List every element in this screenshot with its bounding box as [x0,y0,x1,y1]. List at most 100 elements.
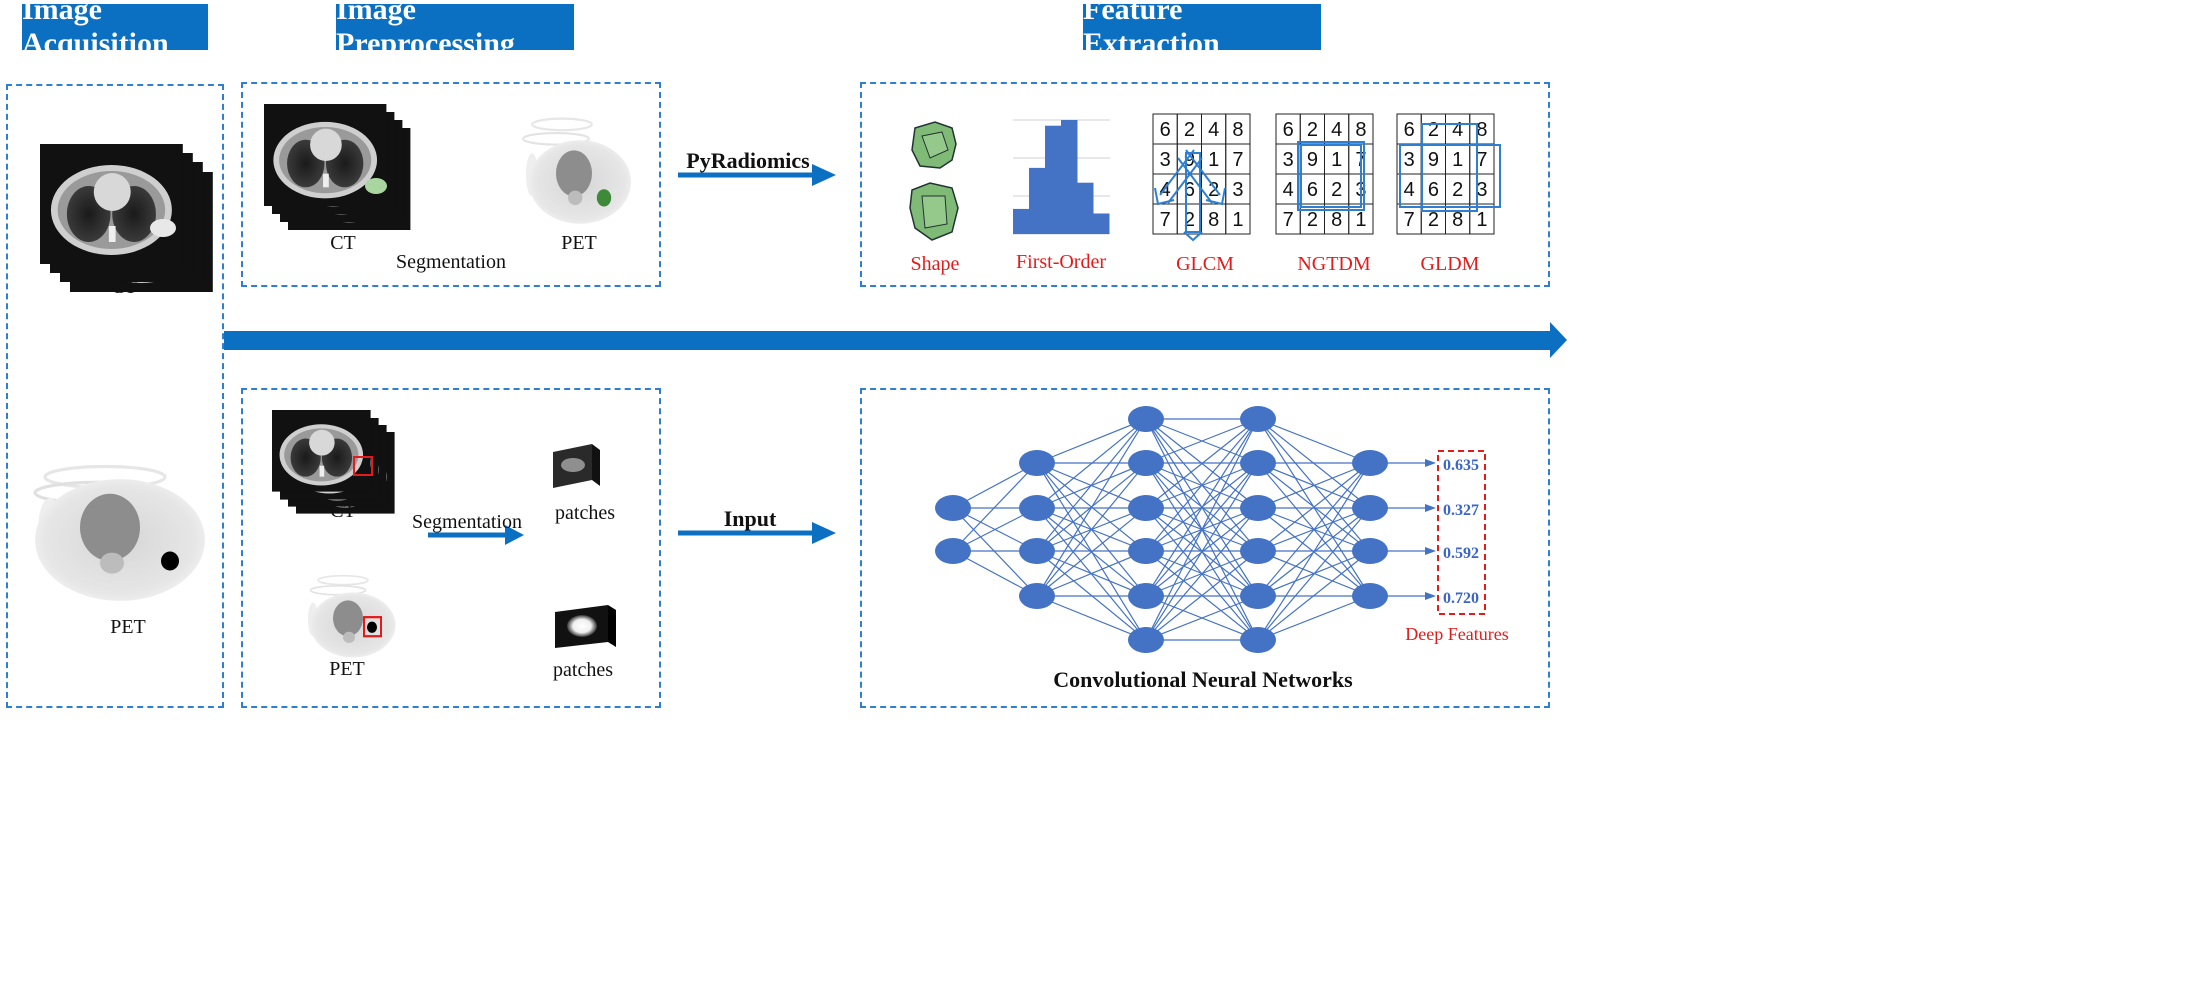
main-flow-arrow [224,322,1567,358]
label-ct-acquisition: CT [111,276,137,298]
matrix-cell: 1 [1208,149,1219,171]
matrix-cell: 3 [1232,179,1243,201]
pet-scan-roi [308,574,396,658]
cnn-node [1240,627,1276,653]
cnn-box [860,388,1550,708]
cnn-node [1240,538,1276,564]
matrix-cell: 2 [1307,119,1318,141]
cnn-node [935,495,971,521]
matrix-cell: 6 [1184,179,1195,201]
cnn-node [1128,406,1164,432]
label-deep-features: Deep Features [1405,624,1509,644]
shape-3d-icon [909,121,959,241]
first-order-histogram [1013,119,1110,235]
label-pyradiomics: PyRadiomics [686,148,810,173]
cnn-node [1128,583,1164,609]
matrix-cell: 7 [1283,209,1294,231]
matrix-cell: 9 [1428,149,1439,171]
preprocessing-top-box [241,82,661,287]
cnn-node [1128,450,1164,476]
matrix-cell: 2 [1208,179,1219,201]
label-ct-roi: CT [330,500,356,522]
gldm-neighborhood [1399,123,1501,212]
label-patches-pet: patches [553,659,613,681]
label-first-order: First-Order [1016,251,1106,273]
matrix-cell: 4 [1283,179,1294,201]
matrix-cell: 2 [1452,179,1463,201]
patch-ct [553,444,600,488]
pet-scan-acquisition [33,464,205,601]
matrix-cell: 7 [1160,209,1171,231]
matrix-cell: 6 [1283,119,1294,141]
matrix-cell: 9 [1184,149,1195,171]
histogram-bar [1013,208,1030,234]
patch-pet [555,605,616,648]
ct-stack-roi [272,410,395,514]
matrix-cell: 4 [1160,179,1171,201]
label-pet-roi: PET [329,658,365,680]
preprocessing-bottom-box [241,388,661,708]
deep-feature-4: 0.720 [1443,590,1479,607]
deep-feature-3: 0.592 [1443,545,1479,562]
cnn-network [935,406,1436,653]
matrix-cell: 2 [1428,209,1439,231]
histogram-bar [1045,125,1062,234]
matrix-cell: 1 [1232,209,1243,231]
matrix-cell: 9 [1307,149,1318,171]
pet-scan-preprocessing [522,117,631,224]
histogram-bar [1061,120,1078,234]
matrix-cell: 1 [1476,209,1487,231]
cnn-node [1019,538,1055,564]
matrix-cell: 7 [1404,209,1415,231]
matrix-cell: 6 [1428,179,1439,201]
deep-features-box [1437,450,1486,615]
matrix-cell: 4 [1404,179,1415,201]
cnn-node [1240,495,1276,521]
label-shape: Shape [910,253,960,275]
cnn-node [1240,583,1276,609]
cnn-node [1352,495,1388,521]
matrix-cell: 6 [1307,179,1318,201]
cnn-node [1019,450,1055,476]
glcm-direction-arrows [1154,149,1226,242]
matrix-cell: 1 [1355,209,1366,231]
deep-feature-2: 0.327 [1443,502,1479,519]
cnn-node [935,538,971,564]
cnn-node [1240,450,1276,476]
label-segmentation-bottom: Segmentation [412,511,522,533]
ct-stack-preprocessing [264,104,411,230]
cnn-node [1352,538,1388,564]
cnn-node [1019,583,1055,609]
matrix-cell: 8 [1355,119,1366,141]
radiomics-box [860,82,1550,287]
deep-feature-1: 0.635 [1443,457,1479,474]
cnn-node [1128,495,1164,521]
label-ngtdm: NGTDM [1297,253,1371,275]
label-cnn-title: Convolutional Neural Networks [1053,667,1353,692]
ngtdm-neighborhood [1297,141,1365,211]
histogram-bar [1093,213,1110,234]
matrix-cell: 8 [1232,119,1243,141]
matrix-cell: 2 [1184,209,1195,231]
matrix-cell: 7 [1232,149,1243,171]
matrix-cell: 2 [1428,119,1439,141]
matrix-cell: 3 [1160,149,1171,171]
matrix-cell: 2 [1307,209,1318,231]
matrix-cell: 4 [1208,119,1219,141]
cnn-node [1352,450,1388,476]
matrix-cell: 3 [1283,149,1294,171]
cnn-node [1128,538,1164,564]
label-ct-preprocessing: CT [330,232,356,254]
label-patches-ct: patches [555,502,615,524]
matrix-cell: 8 [1208,209,1219,231]
matrix-cell: 6 [1160,119,1171,141]
matrix-cell: 4 [1452,119,1463,141]
label-glcm: GLCM [1176,253,1234,275]
header-image-acquisition: Image Acquisition [22,0,208,60]
label-pet-preprocessing: PET [561,232,597,254]
histogram-bar [1029,167,1046,234]
